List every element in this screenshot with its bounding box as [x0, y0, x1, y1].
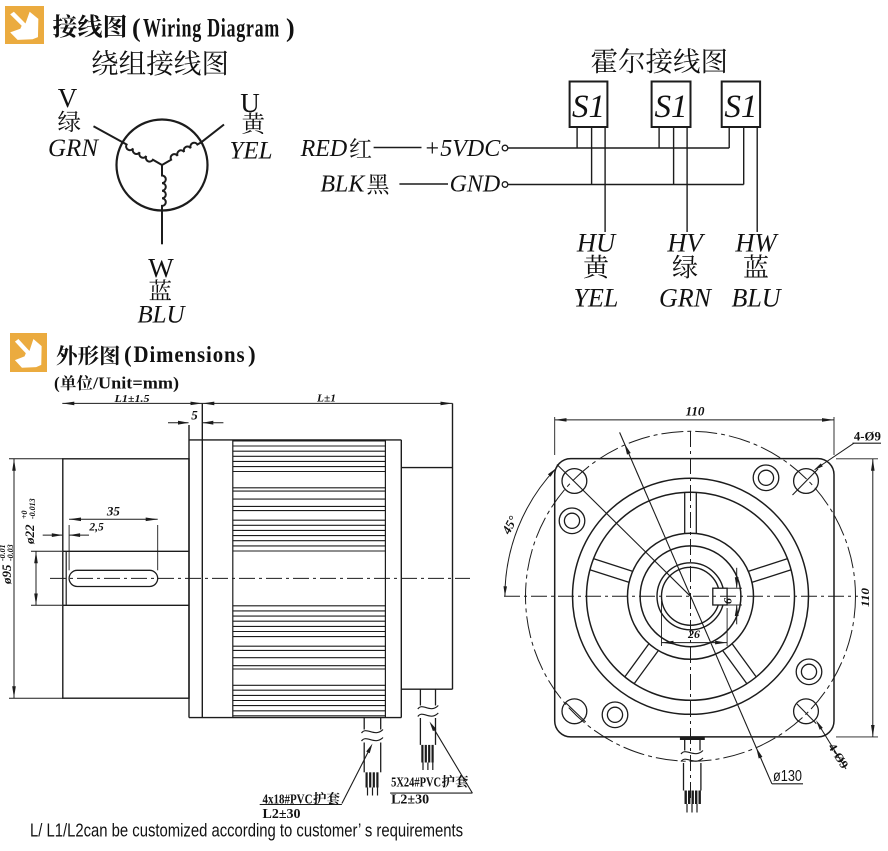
svg-text:W: W	[148, 253, 174, 283]
svg-text:(: (	[54, 374, 60, 393]
svg-text:): )	[248, 342, 256, 367]
svg-text:/Unit=mm): /Unit=mm)	[92, 374, 179, 393]
svg-text:): )	[286, 14, 295, 43]
svg-text:L2±30: L2±30	[263, 807, 301, 822]
svg-text:110: 110	[686, 404, 705, 419]
svg-text:YEL: YEL	[229, 138, 272, 165]
svg-text:BLK: BLK	[320, 172, 366, 198]
svg-text:ø22: ø22	[22, 524, 37, 545]
svg-text:S1: S1	[572, 89, 605, 125]
svg-text:-0.013: -0.013	[28, 498, 37, 519]
svg-text:GND: GND	[450, 172, 501, 198]
svg-text:45°: 45°	[498, 513, 521, 538]
svg-text:L±1: L±1	[316, 394, 336, 405]
svg-text:RED: RED	[300, 136, 348, 162]
svg-text:+5VDC: +5VDC	[424, 136, 501, 162]
svg-text:GRN: GRN	[659, 284, 713, 313]
svg-text:V: V	[58, 83, 78, 113]
svg-text:5: 5	[191, 408, 198, 423]
svg-text:L2±30: L2±30	[391, 793, 429, 808]
svg-text:U: U	[240, 88, 260, 118]
svg-text:+0: +0	[20, 510, 29, 519]
svg-text:-0.03: -0.03	[6, 544, 15, 561]
svg-text:4-Ø9: 4-Ø9	[825, 741, 851, 771]
svg-text:S1: S1	[724, 89, 757, 125]
svg-text:110: 110	[858, 588, 872, 607]
svg-text:6: 6	[721, 598, 735, 604]
svg-text:L1±1.5: L1±1.5	[113, 394, 149, 405]
svg-text:YEL: YEL	[574, 284, 619, 313]
svg-text:ø95: ø95	[0, 564, 14, 585]
svg-text:26: 26	[687, 627, 700, 641]
svg-text:(: (	[132, 14, 141, 43]
svg-text:2,5: 2,5	[88, 522, 104, 534]
svg-text:Dimensions: Dimensions	[134, 342, 246, 367]
svg-text:BLU: BLU	[731, 284, 782, 313]
svg-text:L/ L1/L2can be customized acco: L/ L1/L2can be customized according to c…	[30, 821, 463, 841]
svg-text:-0.01: -0.01	[0, 544, 7, 561]
svg-text:HU: HU	[576, 228, 617, 258]
svg-text:HV: HV	[666, 228, 705, 258]
svg-text:Wiring Diagram: Wiring Diagram	[143, 14, 280, 43]
svg-text:4-Ø9: 4-Ø9	[854, 430, 881, 444]
svg-text:(: (	[124, 342, 132, 367]
svg-text:4x18#PVC: 4x18#PVC	[263, 793, 313, 808]
svg-text:35: 35	[106, 504, 121, 519]
svg-text:ø130: ø130	[773, 768, 802, 785]
svg-text:GRN: GRN	[48, 135, 99, 162]
svg-text:BLU: BLU	[137, 302, 186, 329]
svg-text:S1: S1	[655, 89, 688, 125]
svg-text:5X24#PVC: 5X24#PVC	[391, 776, 441, 791]
svg-text:HW: HW	[734, 228, 779, 258]
